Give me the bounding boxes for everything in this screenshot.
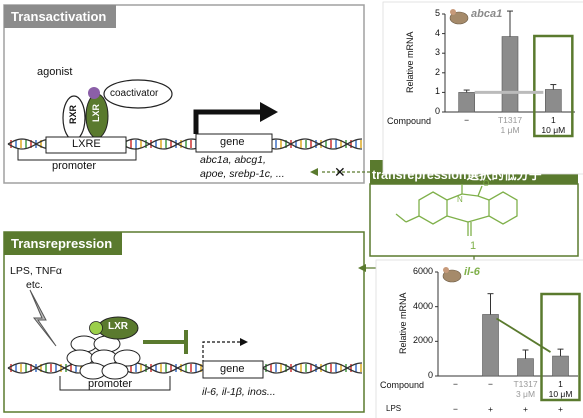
transactivation-title: Transactivation	[11, 9, 107, 24]
block-mark: ✕	[334, 164, 346, 180]
bar	[458, 92, 475, 113]
chart-il6	[375, 259, 583, 418]
lxre-label: LXRE	[72, 138, 101, 150]
stimuli-line2: etc.	[26, 279, 43, 291]
blocked-arrowhead	[240, 338, 248, 346]
y-tick-label: 6000	[412, 266, 433, 276]
compound-dot	[89, 321, 103, 335]
x-category-label: 1	[558, 379, 563, 389]
stimuli-line1: LPS, TNFα	[10, 265, 62, 277]
callout-title: transrepression選択的低分子	[372, 168, 542, 182]
targets-line2: apoe, srebp-1c, ...	[200, 168, 285, 180]
corepressor-complex	[66, 335, 141, 380]
x-category-label: 1 μM	[500, 125, 520, 135]
compound-row-label: Compound	[387, 116, 432, 126]
chart-frame	[375, 259, 583, 418]
x-category-label: 10 μM	[548, 389, 573, 399]
chart-frame	[382, 1, 583, 175]
y-tick-label: 4	[434, 27, 440, 38]
trend-arrow	[496, 317, 551, 353]
y-axis-label: Relative mRNA	[405, 31, 415, 93]
x-category-label: −	[464, 115, 470, 125]
y-tick-label: 0	[427, 370, 433, 380]
lps-value: +	[523, 404, 528, 414]
lxr-label: LXR	[91, 104, 101, 122]
bar	[501, 36, 519, 113]
rxr-label: RXR	[68, 104, 78, 124]
y-tick-label: 2	[434, 66, 440, 77]
x-category-label: 1	[550, 115, 556, 125]
lps-value: +	[488, 404, 493, 414]
transactivation-panel	[3, 4, 365, 184]
n-atom: N	[457, 195, 463, 204]
y-axis-label: Relative mRNA	[398, 292, 408, 354]
chart-abca1	[382, 1, 583, 175]
dashed-connector-arrowhead	[310, 168, 318, 176]
mouse-icon	[442, 269, 462, 283]
x-category-label: −	[453, 379, 458, 389]
gene-box-bottom	[202, 360, 264, 379]
promoter-label-top: promoter	[52, 160, 97, 172]
transcription-arrow	[193, 109, 262, 134]
y-tick-label: 1	[434, 86, 440, 97]
x-category-label: −	[488, 379, 493, 389]
bar	[517, 358, 534, 377]
x-category-label: 10 μM	[541, 125, 566, 135]
o-atom: O	[483, 179, 489, 188]
compound-structure	[395, 184, 518, 236]
transcription-arrowhead	[260, 102, 278, 122]
lxr-label-repress: LXR	[108, 321, 128, 332]
x-category-label: 3 μM	[515, 389, 536, 399]
gene-box-top	[195, 133, 273, 153]
mouse-icon	[449, 11, 469, 25]
gene-label: il-6	[464, 266, 480, 278]
connector-arrowhead	[358, 264, 366, 272]
y-tick-label: 2000	[412, 335, 433, 346]
gene-label: abca1	[471, 8, 503, 20]
bar	[545, 89, 562, 113]
gene-label-top: gene	[220, 136, 245, 148]
lps-row-label: LPS	[386, 404, 402, 413]
lxre-box	[45, 136, 127, 154]
y-tick-label: 3	[434, 47, 440, 58]
targets-line1: abc1a, abcg1,	[200, 154, 266, 166]
coactivator-oval	[103, 79, 173, 109]
mouse-ear-icon	[450, 9, 456, 15]
lightning-icon	[29, 289, 57, 347]
bar	[552, 355, 569, 377]
blocked-transcription-arrow	[202, 341, 240, 363]
compound-row-label: Compound	[380, 380, 425, 390]
x-category-label: T1317	[497, 115, 523, 125]
y-tick-label: 5	[434, 8, 440, 18]
transrepression-panel	[3, 231, 365, 413]
y-tick-label: 4000	[412, 300, 433, 311]
bar	[482, 314, 499, 377]
transrepression-title: Transrepression	[11, 236, 113, 251]
gene-label-bottom: gene	[220, 363, 245, 375]
compound-label: 1	[470, 240, 477, 252]
agonist-label: agonist	[37, 66, 73, 78]
agonist-dot	[88, 87, 100, 99]
x-category-label: T1317	[513, 379, 538, 389]
transrepression-title-bg	[4, 232, 122, 255]
transactivation-title-bg	[4, 5, 116, 28]
lps-value: +	[558, 404, 563, 414]
highlight-box	[533, 34, 574, 138]
promoter-bracket-bottom	[59, 376, 171, 391]
promoter-label-bottom: promoter	[88, 378, 133, 390]
lps-value: −	[453, 404, 458, 414]
coactivator-label: coactivator	[110, 88, 159, 99]
promoter-bracket-top	[17, 148, 137, 161]
targets-bottom: il-6, il-1β, inos...	[202, 386, 276, 398]
mouse-ear-icon	[443, 267, 449, 273]
y-tick-label: 0	[434, 106, 440, 116]
